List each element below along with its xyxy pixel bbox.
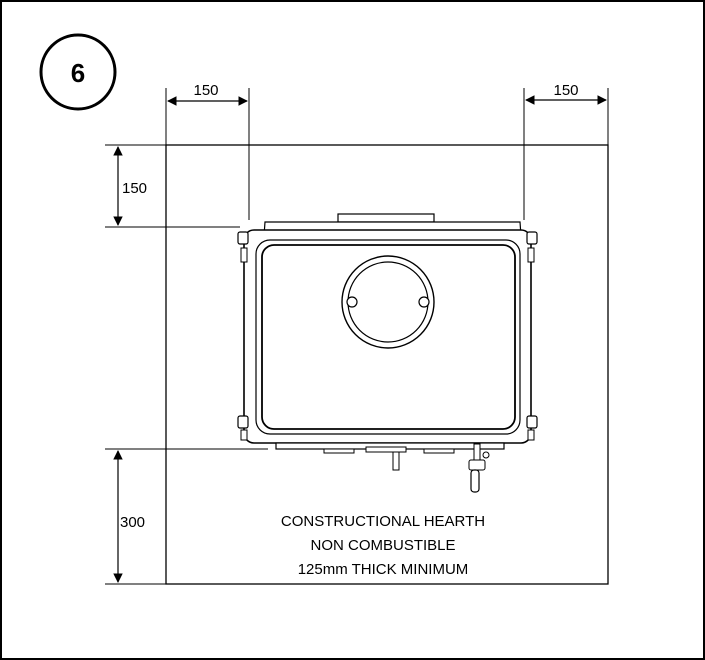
stove-top-view bbox=[237, 213, 538, 493]
hearth-outline bbox=[165, 144, 609, 585]
hearth-note-line3: 125mm THICK MINIMUM bbox=[298, 561, 469, 578]
dimension-label-top-left: 150 bbox=[193, 82, 218, 99]
dimension-label-top-right: 150 bbox=[553, 82, 578, 99]
dimension-top-left: 150 bbox=[165, 82, 250, 220]
step-number: 6 bbox=[71, 58, 85, 88]
dimension-label-side-top: 150 bbox=[122, 180, 147, 197]
dimension-side-top: 150 bbox=[105, 144, 240, 228]
dimension-side-bottom: 300 bbox=[105, 448, 268, 585]
hearth-note: CONSTRUCTIONAL HEARTH NON COMBUSTIBLE 12… bbox=[281, 513, 485, 578]
hearth-note-line1: CONSTRUCTIONAL HEARTH bbox=[281, 513, 485, 530]
step-badge: 6 bbox=[39, 33, 117, 111]
hearth-note-line2: NON COMBUSTIBLE bbox=[310, 537, 455, 554]
dimension-top-right: 150 bbox=[523, 82, 609, 220]
dimension-label-side-bottom: 300 bbox=[120, 514, 145, 531]
